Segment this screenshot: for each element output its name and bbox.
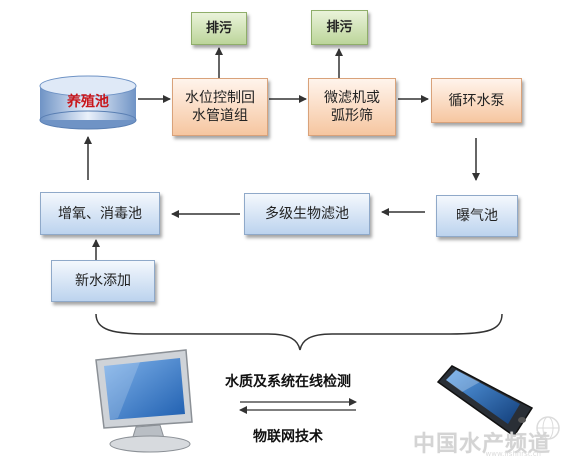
mobile-phone-icon [436, 365, 534, 438]
globe-watermark-icon [536, 416, 560, 440]
biofilter-box: 多级生物滤池 [244, 193, 370, 235]
aeration-tank-label: 曝气池 [456, 208, 498, 224]
discharge-label-2: 排污 [326, 19, 353, 35]
fresh-water-box: 新水添加 [51, 260, 155, 302]
pond-tank-icon [39, 75, 137, 130]
water-level-pipe-label: 水位控制回 水管道组 [185, 90, 255, 124]
water-level-pipe-box: 水位控制回 水管道组 [172, 78, 268, 136]
aquaculture-pond-label: 养殖池 [67, 94, 109, 110]
discharge-label-1: 排污 [205, 20, 232, 36]
discharge-box-1: 排污 [191, 12, 247, 45]
oxygen-disinfect-label: 增氧、消毒池 [58, 205, 142, 222]
computer-monitor-icon [95, 349, 193, 453]
monitoring-caption: 水质及系统在线检测 [225, 374, 351, 390]
aeration-tank-box: 曝气池 [436, 195, 518, 237]
micro-filter-label: 微滤机或 弧形筛 [324, 90, 380, 124]
biofilter-label: 多级生物滤池 [265, 206, 349, 222]
grouping-brace [95, 313, 503, 351]
oxygen-disinfect-box: 增氧、消毒池 [40, 192, 160, 235]
discharge-box-2: 排污 [311, 10, 368, 45]
circulation-pump-label: 循环水泵 [448, 92, 505, 109]
circulation-pump-box: 循环水泵 [431, 78, 522, 123]
micro-filter-box: 微滤机或 弧形筛 [308, 78, 396, 136]
iot-caption: 物联网技术 [253, 429, 323, 445]
fresh-water-label: 新水添加 [75, 273, 131, 289]
watermark-url: www.fishfirst.cn [485, 450, 541, 458]
watermark-text: 中国水产频道 [412, 432, 551, 457]
